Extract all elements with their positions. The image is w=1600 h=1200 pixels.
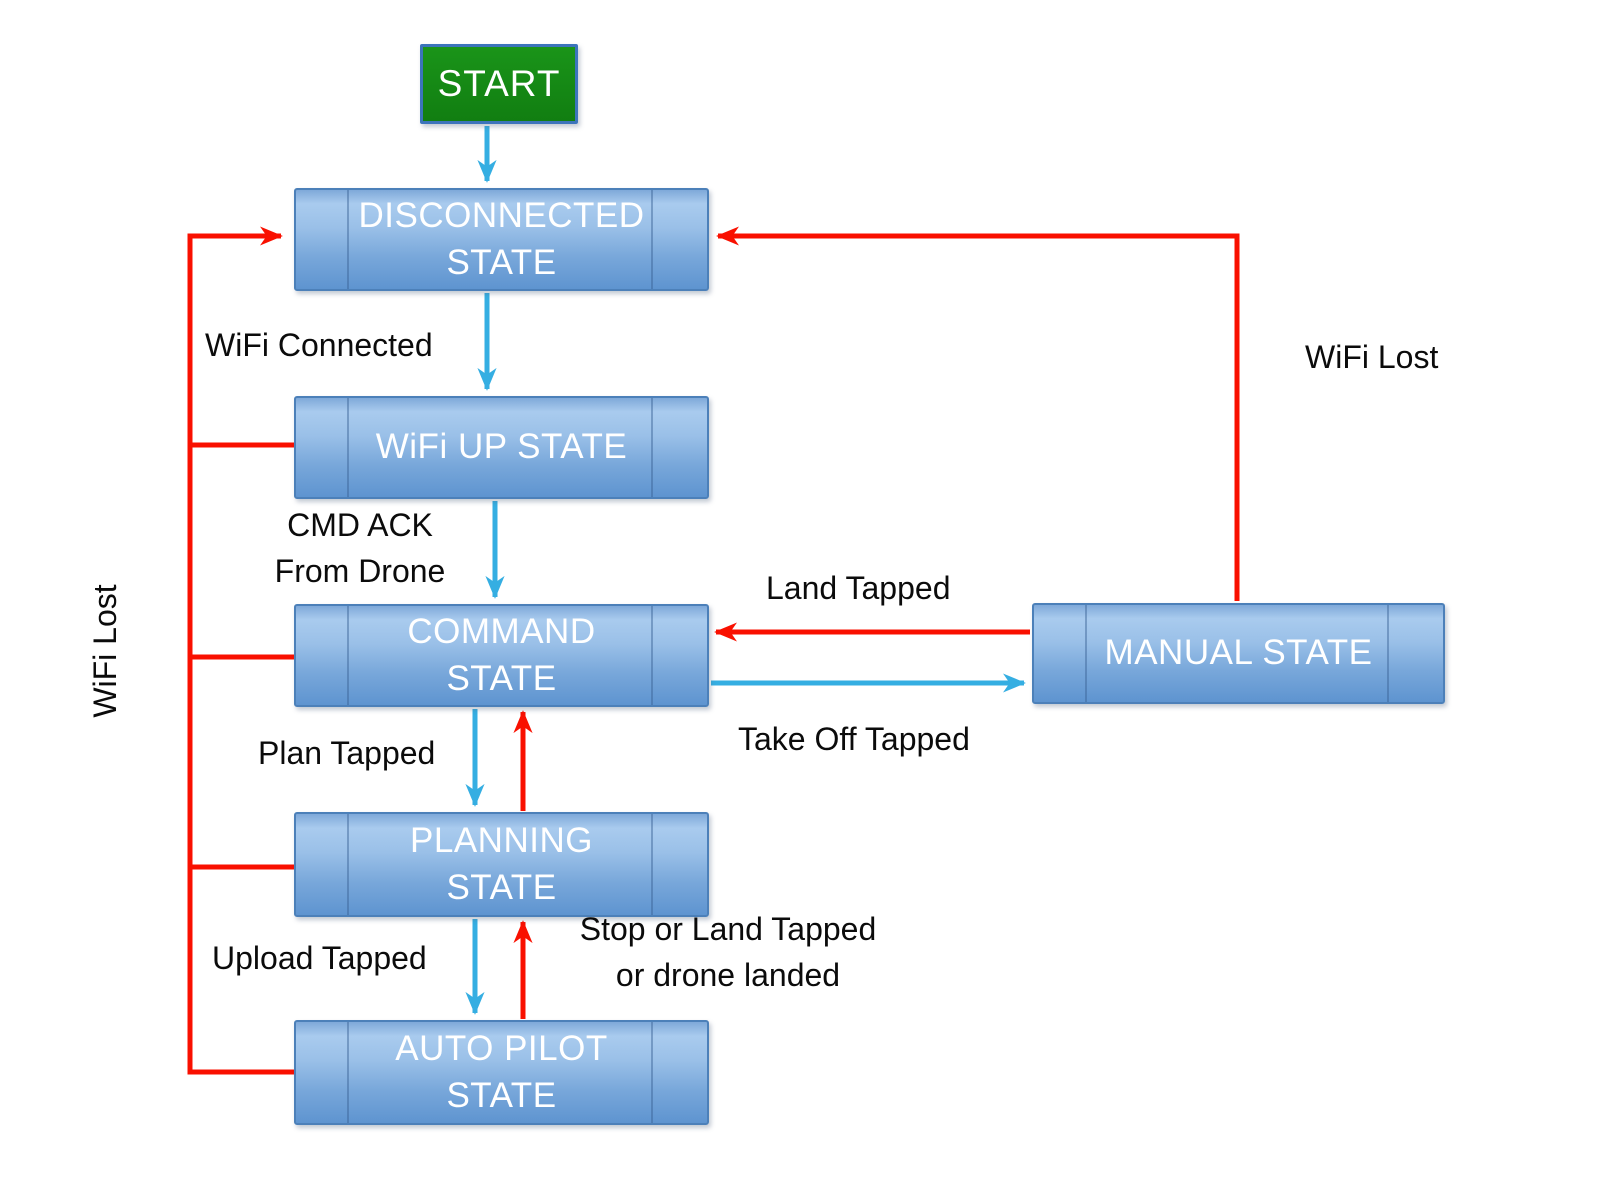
node-inner-divider-right — [651, 606, 653, 705]
node-inner-divider-left — [347, 398, 349, 497]
node-label: COMMAND STATE — [407, 612, 596, 698]
node-label: AUTO PILOT STATE — [395, 1029, 608, 1115]
edge-label-wifi-lost-right: WiFi Lost — [1305, 339, 1439, 375]
node-inner-divider-left — [1085, 605, 1087, 702]
edge-label-stop-or-land: Stop or Land Tapped or drone landed — [579, 911, 877, 993]
edge-label-plan-tapped: Plan Tapped — [258, 735, 436, 771]
node-inner-divider-left — [347, 190, 349, 289]
node-inner-divider-right — [1387, 605, 1389, 702]
edge-label-cmd-ack: CMD ACK From Drone — [274, 507, 446, 589]
edge-manual-to-disconnected — [716, 226, 1240, 601]
state-node-wifi-up: WiFi UP STATE — [294, 396, 709, 499]
node-label: MANUAL STATE — [1104, 633, 1373, 673]
node-inner-divider-right — [651, 398, 653, 497]
node-inner-divider-left — [347, 1022, 349, 1123]
edge-label-upload-tapped: Upload Tapped — [212, 940, 427, 976]
edge-label-wifi-connected: WiFi Connected — [205, 327, 433, 363]
edge-label-land-tapped: Land Tapped — [766, 570, 951, 606]
node-inner-divider-left — [347, 814, 349, 915]
node-label: DISCONNECTED STATE — [358, 196, 645, 282]
node-inner-divider-right — [651, 1022, 653, 1123]
node-label: PLANNING STATE — [410, 821, 593, 907]
node-inner-divider-right — [651, 190, 653, 289]
state-node-start: START — [420, 44, 578, 124]
state-node-auto-pilot: AUTO PILOT STATE — [294, 1020, 709, 1125]
edge-wifilost-bus-to-disconnected — [187, 226, 294, 1075]
state-node-disconnected: DISCONNECTED STATE — [294, 188, 709, 291]
state-node-command: COMMAND STATE — [294, 604, 709, 707]
node-inner-divider-right — [651, 814, 653, 915]
state-node-manual: MANUAL STATE — [1032, 603, 1445, 704]
node-inner-divider-left — [347, 606, 349, 705]
node-label: WiFi UP STATE — [375, 427, 628, 467]
node-label: START — [437, 63, 561, 104]
edge-label-take-off-tapped: Take Off Tapped — [738, 721, 970, 757]
state-node-planning: PLANNING STATE — [294, 812, 709, 917]
edge-label-wifi-lost-left: WiFi Lost — [87, 584, 123, 718]
